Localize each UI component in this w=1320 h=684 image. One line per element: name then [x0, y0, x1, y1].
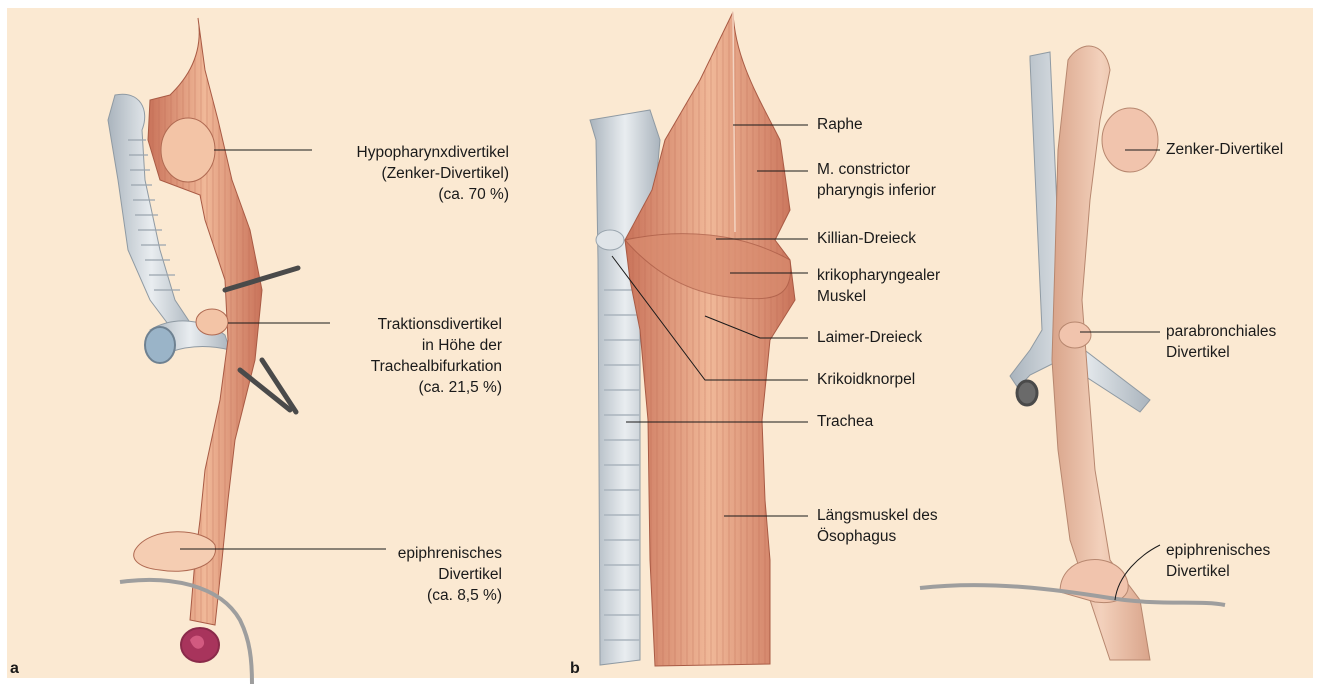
label-b-raphe: Raphe — [817, 114, 863, 135]
label-b-zenker: Zenker-Divertikel — [1166, 139, 1283, 160]
label-b-laimer: Laimer-Dreieck — [817, 327, 922, 348]
panel-b-right-esophagus — [1052, 46, 1158, 660]
label-b-trachea: Trachea — [817, 411, 873, 432]
label-b-parabronchial: parabronchiales Divertikel — [1166, 321, 1276, 363]
label-a-zenker: Hypopharynxdivertikel (Zenker-Divertikel… — [357, 142, 510, 205]
panel-a-letter: a — [10, 660, 19, 678]
label-b-krikoid: Krikoidknorpel — [817, 369, 915, 390]
label-b-epiphrenisch: epiphrenisches Divertikel — [1166, 540, 1270, 582]
label-b-laengsmuskel: Längsmuskel des Ösophagus — [817, 505, 938, 547]
label-b-krikopharyngeal: krikopharyngealer Muskel — [817, 265, 940, 307]
panel-b-letter: b — [570, 660, 580, 678]
panel-a-diaphragm-line — [120, 580, 252, 684]
label-b-killian: Killian-Dreieck — [817, 228, 916, 249]
label-b-constrictor: M. constrictor pharyngis inferior — [817, 159, 936, 201]
label-a-traktion: Traktionsdivertikel in Höhe der Tracheal… — [371, 314, 502, 398]
label-a-epiphrenisch: epiphrenisches Divertikel (ca. 8,5 %) — [398, 543, 502, 606]
